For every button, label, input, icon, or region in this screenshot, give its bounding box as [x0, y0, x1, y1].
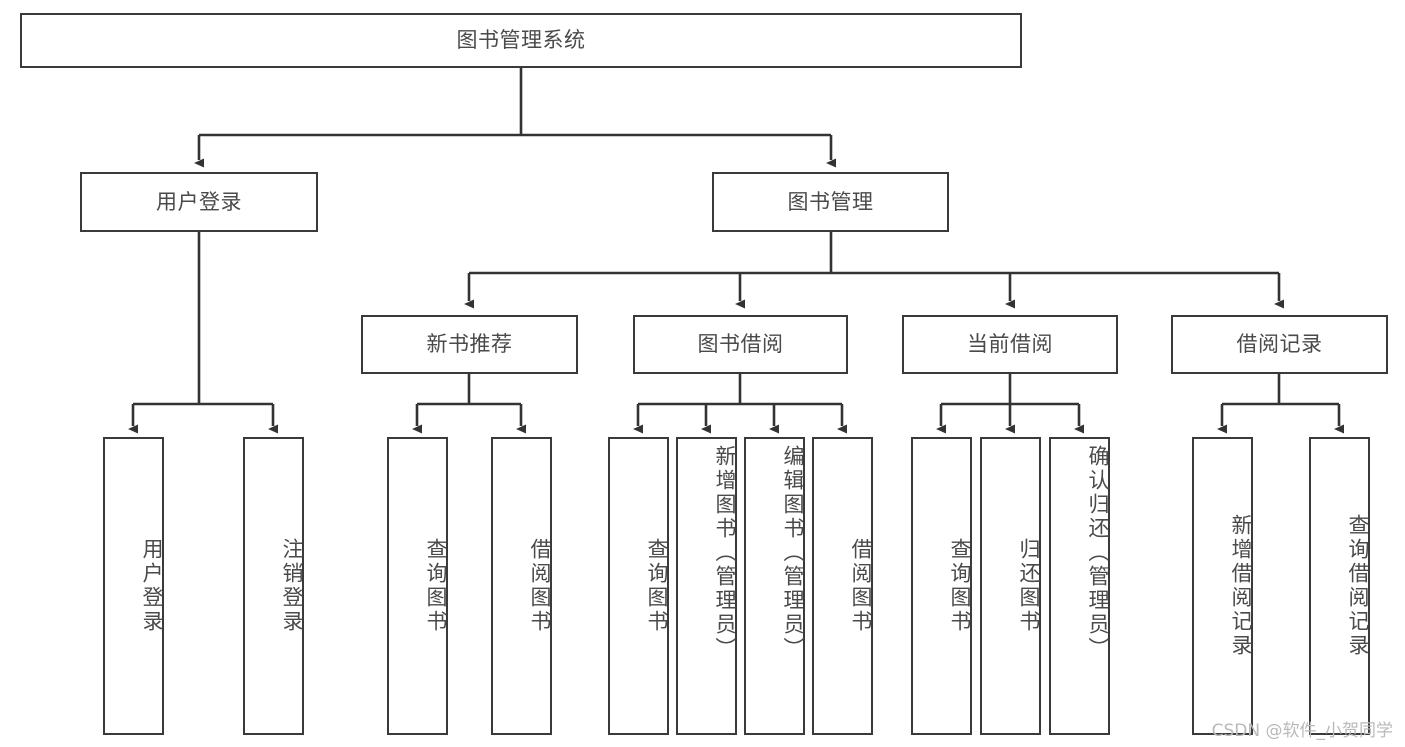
- node-root-system[interactable]: 图书管理系统: [20, 13, 1022, 68]
- leaf-edit-book-admin[interactable]: 编辑图书（管理员）: [744, 437, 805, 735]
- leaf-borrow-book-recommend[interactable]: 借阅图书: [491, 437, 552, 735]
- leaf-query-book-current-label: 查询图书: [948, 538, 972, 634]
- leaf-query-borrow-record[interactable]: 查询借阅记录: [1309, 437, 1370, 735]
- leaf-add-book-admin[interactable]: 新增图书（管理员）: [676, 437, 737, 735]
- connector-current-borrow-to-leaves: [936, 374, 1084, 434]
- connector-root-to-level2: [194, 68, 836, 168]
- leaf-user-login[interactable]: 用户登录: [103, 437, 164, 735]
- leaf-query-book-recommend[interactable]: 查询图书: [387, 437, 448, 735]
- connector-new-book-to-leaves: [412, 374, 526, 434]
- leaf-query-book-current[interactable]: 查询图书: [911, 437, 972, 735]
- leaf-edit-book-admin-label: 编辑图书（管理员）: [781, 445, 805, 661]
- node-new-book-recommend-label: 新书推荐: [426, 332, 513, 357]
- leaf-confirm-return-admin[interactable]: 确认归还（管理员）: [1049, 437, 1110, 735]
- leaf-return-book-label: 归还图书: [1017, 538, 1041, 634]
- leaf-user-logout-label: 注销登录: [280, 538, 304, 634]
- leaf-borrow-book-borrow[interactable]: 借阅图书: [812, 437, 873, 735]
- leaf-borrow-book-recommend-label: 借阅图书: [528, 538, 552, 634]
- connector-borrow-record-to-leaves: [1217, 374, 1344, 434]
- connector-user-login-to-leaves: [128, 232, 278, 434]
- leaf-add-borrow-record-label: 新增借阅记录: [1229, 514, 1253, 658]
- leaf-add-book-admin-label: 新增图书（管理员）: [713, 445, 737, 661]
- connector-book-borrow-to-leaves: [633, 374, 847, 434]
- node-new-book-recommend[interactable]: 新书推荐: [361, 315, 578, 374]
- node-borrow-record[interactable]: 借阅记录: [1171, 315, 1388, 374]
- leaf-user-logout[interactable]: 注销登录: [243, 437, 304, 735]
- leaf-query-borrow-record-label: 查询借阅记录: [1346, 514, 1370, 658]
- leaf-query-book-recommend-label: 查询图书: [424, 538, 448, 634]
- node-book-management-label: 图书管理: [787, 189, 874, 214]
- node-borrow-record-label: 借阅记录: [1236, 332, 1323, 357]
- leaf-confirm-return-admin-label: 确认归还（管理员）: [1086, 445, 1110, 661]
- node-current-borrow-label: 当前借阅: [967, 332, 1053, 357]
- connector-book-mgmt-to-level3: [464, 232, 1284, 309]
- node-user-login-label: 用户登录: [156, 189, 242, 214]
- node-user-login[interactable]: 用户登录: [80, 172, 318, 232]
- node-current-borrow[interactable]: 当前借阅: [902, 315, 1118, 374]
- leaf-query-book-borrow[interactable]: 查询图书: [608, 437, 669, 735]
- leaf-user-login-label: 用户登录: [140, 538, 164, 634]
- node-book-borrow[interactable]: 图书借阅: [633, 315, 848, 374]
- leaf-return-book[interactable]: 归还图书: [980, 437, 1041, 735]
- node-book-borrow-label: 图书借阅: [697, 332, 784, 357]
- leaf-borrow-book-borrow-label: 借阅图书: [849, 538, 873, 634]
- node-root-system-label: 图书管理系统: [456, 28, 586, 53]
- node-book-management[interactable]: 图书管理: [712, 172, 949, 232]
- leaf-query-book-borrow-label: 查询图书: [645, 538, 669, 634]
- leaf-add-borrow-record[interactable]: 新增借阅记录: [1192, 437, 1253, 735]
